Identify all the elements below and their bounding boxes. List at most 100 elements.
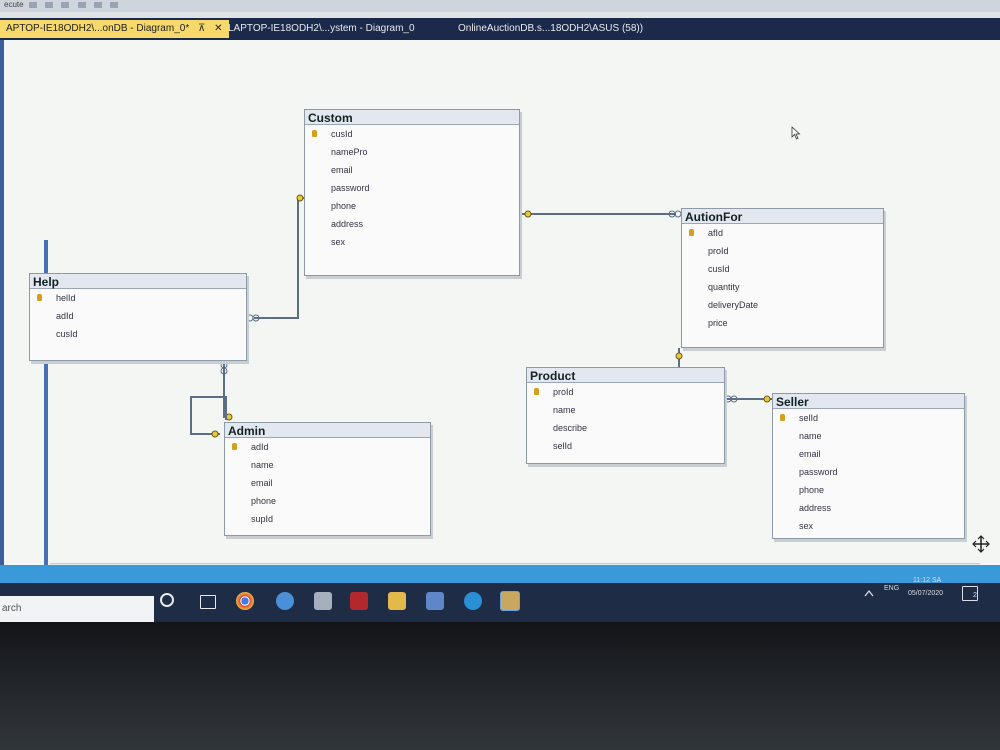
- circle-icon[interactable]: [160, 593, 174, 607]
- calculator-icon[interactable]: [426, 592, 444, 610]
- table-column-row[interactable]: cusId: [682, 260, 883, 278]
- sql-icon[interactable]: [500, 591, 520, 611]
- toolbar-icon[interactable]: [77, 2, 86, 8]
- table-columns: helId adId cusId: [30, 289, 246, 343]
- document-tab-bar: APTOP-IE18ODH2\...onDB - Diagram_0* ⊼ ✕ …: [0, 18, 1000, 40]
- column-name: proId: [708, 246, 729, 256]
- notification-count: 2: [973, 592, 977, 599]
- toolbar-icon[interactable]: [45, 2, 54, 8]
- toolbar: ecute: [0, 0, 1000, 12]
- relationship-custom-help[interactable]: [246, 194, 308, 322]
- tab-label: LAPTOP-IE18ODH2\...ystem - Diagram_0: [228, 23, 415, 34]
- table-column-row[interactable]: phone: [305, 197, 519, 215]
- column-name: helId: [56, 293, 76, 303]
- table-column-row[interactable]: namePro: [305, 143, 519, 161]
- table-column-row[interactable]: phone: [773, 481, 964, 499]
- table-admin[interactable]: Admin adId name email phone supId: [224, 422, 431, 536]
- table-column-row[interactable]: afId: [682, 224, 883, 242]
- table-column-row[interactable]: sex: [305, 233, 519, 251]
- column-name: selId: [799, 413, 819, 423]
- table-column-row[interactable]: proId: [682, 242, 883, 260]
- column-name: cusId: [56, 329, 78, 339]
- table-column-row[interactable]: password: [773, 463, 964, 481]
- table-columns: adId name email phone supId: [225, 438, 430, 528]
- table-column-row[interactable]: adId: [225, 438, 430, 456]
- table-column-row[interactable]: password: [305, 179, 519, 197]
- language-indicator[interactable]: ENG: [884, 585, 900, 592]
- relationship-custom-autionfor[interactable]: [519, 210, 682, 218]
- browser-icon[interactable]: [276, 592, 294, 610]
- column-name: selId: [553, 441, 573, 451]
- table-column-row[interactable]: selId: [773, 409, 964, 427]
- column-name: describe: [553, 423, 588, 433]
- relationship-autionfor-product[interactable]: [675, 348, 683, 368]
- column-name: address: [799, 503, 832, 513]
- clock-date[interactable]: 05/07/2020: [908, 590, 944, 597]
- table-column-row[interactable]: email: [305, 161, 519, 179]
- table-column-row[interactable]: phone: [225, 492, 430, 510]
- table-column-row[interactable]: cusId: [30, 325, 246, 343]
- primary-key-icon: [534, 388, 539, 395]
- pin-icon[interactable]: ⊼: [198, 23, 206, 34]
- column-name: adId: [251, 442, 269, 452]
- column-name: quantity: [708, 282, 740, 292]
- column-name: phone: [251, 496, 277, 506]
- search-input[interactable]: arch: [0, 596, 154, 622]
- column-name: email: [251, 478, 273, 488]
- relationship-product-seller[interactable]: [723, 395, 772, 403]
- toolbar-icon[interactable]: [28, 2, 37, 8]
- table-column-row[interactable]: quantity: [682, 278, 883, 296]
- edge-icon[interactable]: [464, 592, 482, 610]
- app-icon[interactable]: [350, 592, 368, 610]
- table-column-row[interactable]: selId: [527, 437, 724, 455]
- table-column-row[interactable]: adId: [30, 307, 246, 325]
- column-name: afId: [708, 228, 724, 238]
- chevron-up-icon[interactable]: [864, 589, 874, 597]
- toolbar-icon[interactable]: [93, 2, 102, 8]
- table-column-row[interactable]: address: [305, 215, 519, 233]
- toolbar-icon[interactable]: [109, 2, 118, 8]
- navigator-icon[interactable]: [970, 535, 992, 553]
- table-column-row[interactable]: sex: [773, 517, 964, 535]
- relationship-help-admin[interactable]: [220, 361, 233, 421]
- store-icon[interactable]: [314, 592, 332, 610]
- table-column-row[interactable]: email: [225, 474, 430, 492]
- column-name: name: [553, 405, 576, 415]
- folder-icon[interactable]: [388, 592, 406, 610]
- status-strip: [0, 565, 1000, 583]
- table-column-row[interactable]: supId: [225, 510, 430, 528]
- column-name: phone: [799, 485, 825, 495]
- toolbar-label: ecute: [4, 0, 24, 9]
- table-column-row[interactable]: name: [225, 456, 430, 474]
- primary-key-icon: [689, 229, 694, 236]
- relationship-admin-self[interactable]: [190, 396, 227, 438]
- table-column-row[interactable]: email: [773, 445, 964, 463]
- table-column-row[interactable]: address: [773, 499, 964, 517]
- tab-diagram-active[interactable]: APTOP-IE18ODH2\...onDB - Diagram_0* ⊼ ✕: [0, 20, 229, 38]
- chrome-icon[interactable]: [236, 592, 254, 610]
- table-column-row[interactable]: helId: [30, 289, 246, 307]
- table-title: Admin: [225, 423, 430, 438]
- task-view-icon[interactable]: [200, 595, 216, 609]
- tab-query[interactable]: OnlineAuctionDB.s...18ODH2\ASUS (58)): [452, 20, 649, 38]
- tab-diagram-system[interactable]: LAPTOP-IE18ODH2\...ystem - Diagram_0: [222, 20, 421, 38]
- table-column-row[interactable]: price: [682, 314, 883, 332]
- notification-icon[interactable]: [962, 586, 978, 601]
- table-column-row[interactable]: name: [773, 427, 964, 445]
- table-column-row[interactable]: name: [527, 401, 724, 419]
- screen: ecute APTOP-IE18ODH2\...onDB - Diagram_0…: [0, 0, 1000, 622]
- clock-time[interactable]: 11:12 SA: [913, 577, 942, 584]
- close-icon[interactable]: ✕: [214, 23, 223, 34]
- table-column-row[interactable]: cusId: [305, 125, 519, 143]
- table-column-row[interactable]: describe: [527, 419, 724, 437]
- table-column-row[interactable]: deliveryDate: [682, 296, 883, 314]
- table-column-row[interactable]: proId: [527, 383, 724, 401]
- toolbar-icon[interactable]: [61, 2, 70, 8]
